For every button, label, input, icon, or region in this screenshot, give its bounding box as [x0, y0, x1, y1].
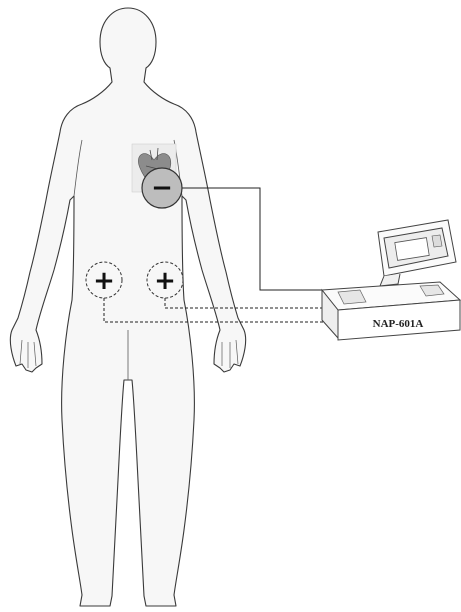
device-model-label: NAP-601A: [373, 318, 424, 330]
negative-electrode: −: [142, 168, 182, 208]
positive-electrode-symbol-1: +: [93, 266, 115, 296]
positive-electrode-symbol-2: +: [154, 266, 176, 296]
positive-lead-wire-2: [165, 298, 330, 308]
human-body-figure: [10, 8, 245, 606]
negative-electrode-symbol: −: [151, 173, 173, 203]
